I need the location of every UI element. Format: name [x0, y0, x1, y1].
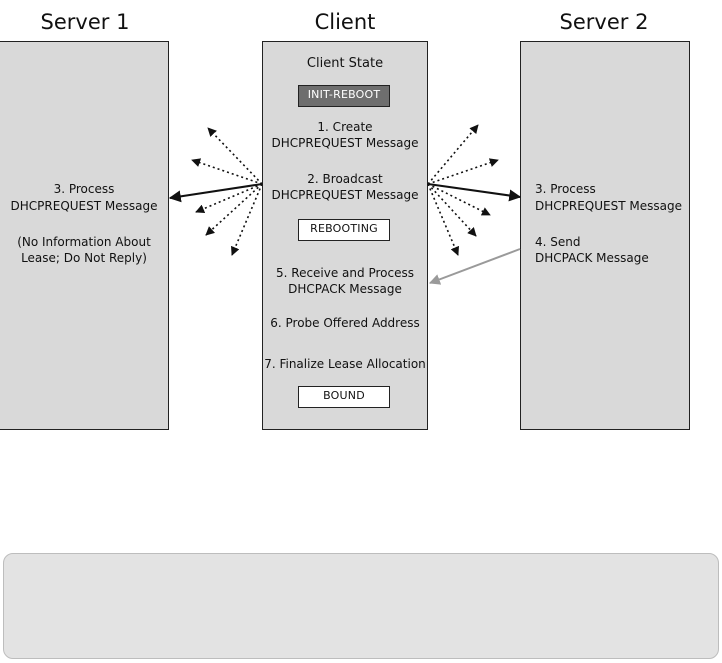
- right-broadcast-dotted-arrows: [427, 124, 499, 256]
- server1-step3-line2: DHCPREQUEST Message: [10, 199, 158, 213]
- state-init-reboot: INIT-REBOOT: [298, 85, 390, 107]
- server1-panel: [0, 41, 169, 430]
- client-step5-line2: DHCPACK Message: [288, 282, 402, 296]
- server2-step3-line1: 3. Process: [535, 182, 596, 196]
- client-step2-line1: 2. Broadcast: [307, 172, 383, 186]
- client-state-heading: Client State: [306, 56, 384, 71]
- server2-panel: [520, 41, 690, 430]
- request-arrow-to-server2: [427, 183, 522, 202]
- server2-step4-line1: 4. Send: [535, 235, 581, 249]
- client-step7: 7. Finalize Lease Allocation: [264, 357, 426, 371]
- server1-title: Server 1: [40, 10, 130, 34]
- state-bound: BOUND: [298, 386, 390, 408]
- client-step2-line2: DHCPREQUEST Message: [271, 188, 419, 202]
- client-title: Client: [314, 10, 376, 34]
- request-arrow-to-server1: [168, 183, 263, 203]
- client-step1-line1: 1. Create: [317, 120, 373, 134]
- client-step1-line2: DHCPREQUEST Message: [271, 136, 419, 150]
- server2-step4-line2: DHCPACK Message: [535, 251, 649, 265]
- server1-note-line2: Lease; Do Not Reply): [21, 251, 147, 265]
- dhcpack-arrow-to-client: [428, 248, 521, 285]
- state-rebooting: REBOOTING: [298, 219, 390, 241]
- server1-note-line1: (No Information About: [17, 235, 151, 249]
- left-broadcast-dotted-arrows: [191, 127, 263, 256]
- server1-step3-line1: 3. Process: [53, 182, 115, 196]
- server2-step3-line2: DHCPREQUEST Message: [535, 199, 682, 213]
- client-step5-line1: 5. Receive and Process: [276, 266, 414, 280]
- caption-box: [3, 553, 719, 659]
- client-step6: 6. Probe Offered Address: [270, 316, 420, 330]
- server2-title: Server 2: [559, 10, 649, 34]
